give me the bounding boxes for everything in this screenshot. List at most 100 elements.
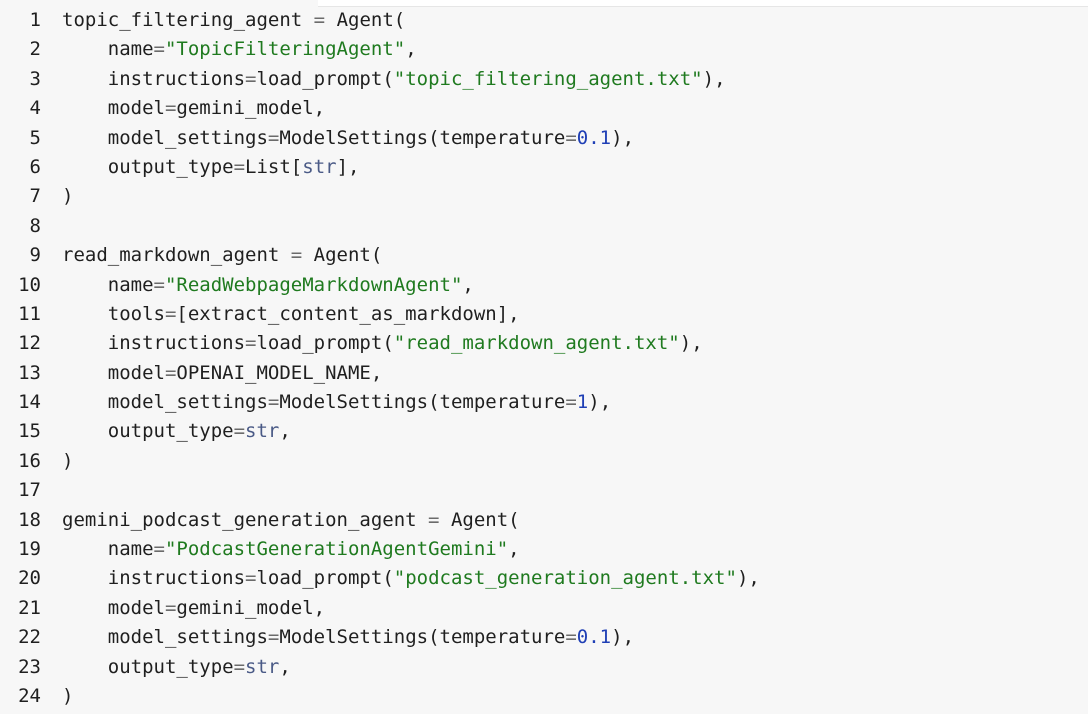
code-token: = (428, 508, 440, 531)
code-token: tools (62, 302, 165, 325)
code-line: 24) (0, 682, 1088, 711)
code-token: ), (611, 626, 635, 649)
code-token: = (565, 126, 577, 149)
line-number: 24 (18, 684, 41, 707)
code-line: 16) (0, 447, 1088, 476)
code-token: gemini_model, (176, 596, 326, 619)
code-token: topic_filtering_agent (62, 9, 314, 31)
line-number: 2 (29, 38, 41, 61)
code-token: name (62, 273, 154, 296)
code-token: "topic_filtering_agent.txt" (393, 67, 703, 90)
code-token: 0.1 (576, 626, 612, 649)
code-text: ) (62, 682, 73, 711)
code-token: model_settings (62, 126, 268, 149)
code-token: read_markdown_agent (62, 244, 291, 267)
code-text: instructions=load_prompt("read_markdown_… (62, 329, 703, 358)
code-line: 19 name="PodcastGenerationAgentGemini", (0, 535, 1088, 564)
code-line: 17 (0, 476, 1088, 505)
code-token: = (153, 538, 165, 561)
code-line: 3 instructions=load_prompt("topic_filter… (0, 65, 1088, 94)
code-token: = (267, 391, 280, 414)
code-token: model (62, 596, 165, 619)
code-token: [extract_content_as_markdown], (176, 302, 520, 325)
code-token: = (164, 596, 177, 619)
line-number: 16 (18, 449, 41, 472)
line-number: 17 (18, 479, 41, 502)
code-text: model_settings=ModelSettings(temperature… (62, 388, 611, 417)
code-line: 22 model_settings=ModelSettings(temperat… (0, 623, 1088, 652)
code-token: output_type (62, 420, 234, 443)
code-token: model_settings (62, 626, 268, 649)
code-token: OPENAI_MODEL_NAME, (176, 361, 383, 384)
code-token: str (245, 655, 280, 678)
code-line: 2 name="TopicFilteringAgent", (0, 35, 1088, 64)
code-text: model_settings =ModelSettings(temperature… (62, 623, 634, 652)
code-line: 4 model=gemini_model, (0, 94, 1088, 123)
code-text: model=gemini_model, (62, 594, 325, 623)
code-token: List[ (245, 155, 303, 178)
line-number: 21 (18, 596, 41, 619)
code-token: = (245, 567, 257, 590)
code-token: , (279, 420, 291, 443)
code-line: 10 name="ReadWebpageMarkdownAgent", (0, 271, 1088, 300)
code-token: gemini_model, (176, 97, 326, 120)
code-token: model_settings (62, 391, 268, 414)
code-line: 6 output_type=List[str], (0, 153, 1088, 182)
code-line: 15 output_type=str, (0, 417, 1088, 446)
line-number: 9 (29, 244, 41, 267)
line-number: 13 (18, 361, 41, 384)
line-number: 5 (29, 126, 41, 149)
code-token: = (565, 626, 577, 649)
code-text: instructions=load_prompt("podcast_genera… (62, 564, 760, 593)
code-text: name="PodcastGenerationAgentGemini", (62, 535, 520, 564)
code-token: , (508, 538, 520, 561)
code-token: ), (679, 332, 703, 355)
code-line: 21 model=gemini_model, (0, 594, 1088, 623)
code-line: 13 model=OPENAI_MODEL_NAME, (0, 359, 1088, 388)
line-number: 19 (18, 538, 41, 561)
code-token: ) (62, 449, 74, 472)
code-text: topic_filtering_agent = Agent( (62, 6, 405, 35)
code-token: "PodcastGenerationAgentGemini" (164, 538, 509, 561)
code-text: output_type=List[str], (62, 153, 360, 182)
code-token: = (164, 361, 177, 384)
code-token: "TopicFilteringAgent" (164, 38, 406, 61)
code-token: ), (588, 391, 612, 414)
code-token: instructions (62, 332, 246, 355)
code-token: , (462, 273, 474, 296)
line-number: 14 (18, 391, 41, 414)
code-token: load_prompt( (256, 332, 394, 355)
code-line: 7) (0, 182, 1088, 211)
code-line: 14 model_settings=ModelSettings(temperat… (0, 388, 1088, 417)
line-number: 20 (18, 567, 41, 590)
code-token: , (279, 655, 291, 678)
code-text: gemini_podcast_generation_agent = Agent( (62, 506, 520, 535)
line-number: 10 (18, 273, 41, 296)
code-token: ModelSettings(temperature (279, 626, 566, 649)
code-token: str (245, 420, 280, 443)
code-token: 1 (576, 391, 589, 414)
code-text: instructions=load_prompt("topic_filterin… (62, 65, 726, 94)
code-token: ), (736, 567, 760, 590)
code-token: "read_markdown_agent.txt" (393, 332, 680, 355)
line-number: 3 (29, 67, 41, 90)
code-token: ), (702, 67, 726, 90)
line-number: 6 (29, 155, 41, 178)
line-number: 15 (18, 420, 41, 443)
code-text: model=OPENAI_MODEL_NAME, (62, 359, 383, 388)
line-number: 23 (18, 655, 41, 678)
code-line: 11 tools=[extract_content_as_markdown], (0, 300, 1088, 329)
code-token: = (233, 655, 246, 678)
code-token: name (62, 38, 154, 61)
code-token: = (245, 332, 257, 355)
line-number: 18 (18, 508, 41, 531)
code-token: "ReadWebpageMarkdownAgent" (164, 273, 463, 296)
code-line: 12 instructions=load_prompt("read_markdo… (0, 329, 1088, 358)
code-token: ], (336, 155, 360, 178)
code-token: instructions (62, 67, 246, 90)
line-number: 11 (18, 302, 41, 325)
code-token: = (565, 391, 577, 414)
